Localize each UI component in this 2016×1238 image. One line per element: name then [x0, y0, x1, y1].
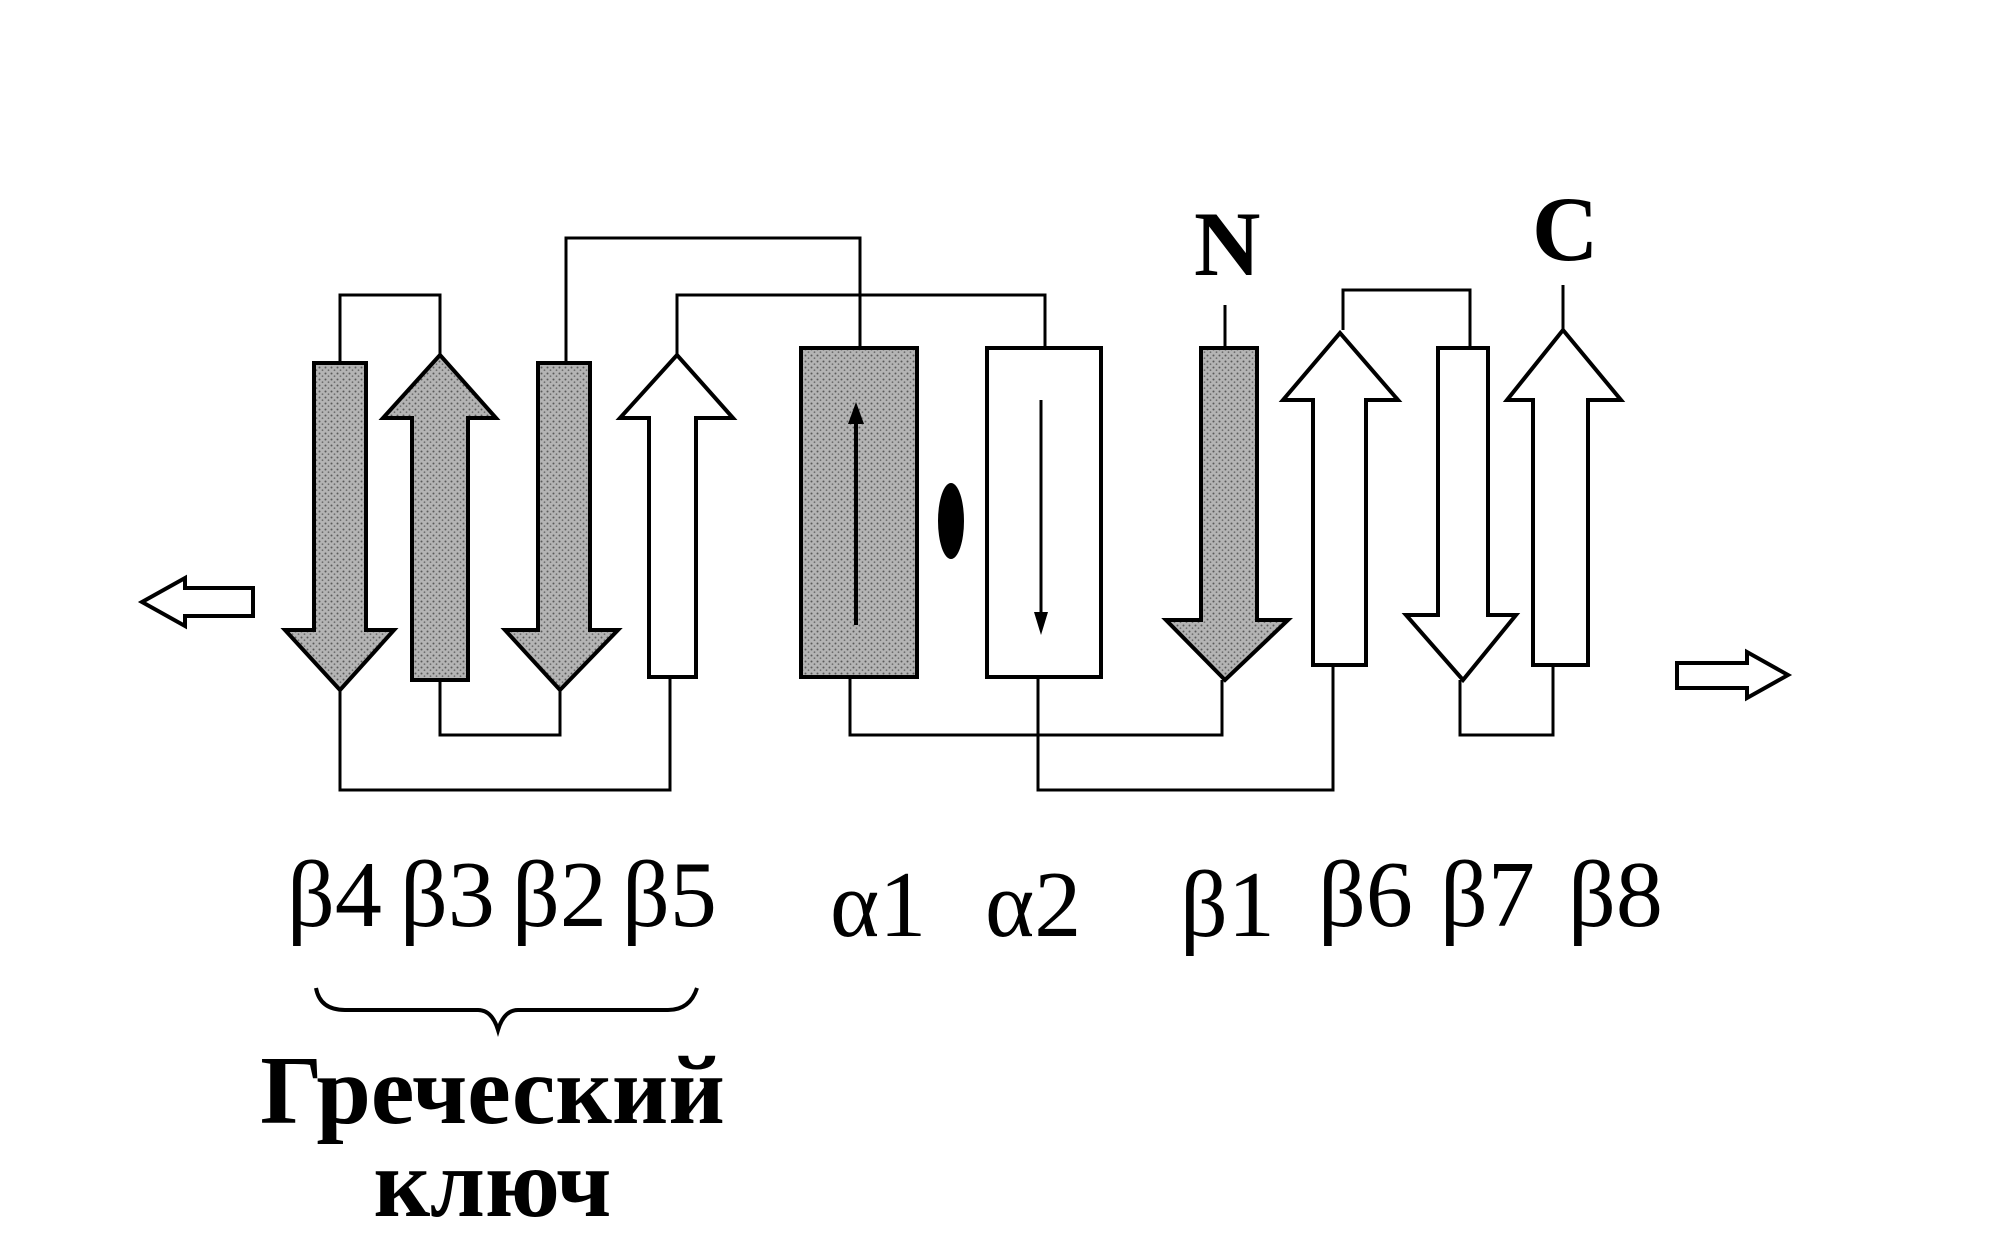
caption-line-2: ключ	[373, 1130, 612, 1238]
strand-b7	[1401, 346, 1521, 684]
loop-b6-b7-top	[1341, 288, 1472, 348]
caption-line-1: Греческий	[260, 1037, 725, 1145]
n-terminus-label: N	[1194, 193, 1261, 295]
loop-b4-b3-top	[338, 293, 442, 363]
strand-b8	[1502, 326, 1626, 667]
strand-b6	[1278, 329, 1403, 667]
label-b7: β7	[1440, 843, 1535, 947]
strand-b5	[615, 352, 738, 679]
loop-b3-b2-bottom	[438, 680, 562, 737]
helix-a2	[985, 346, 1103, 679]
loop-b4-b5-bottom	[338, 677, 672, 792]
label-a1: α1	[830, 853, 927, 957]
loop-b7-b8-bottom	[1458, 665, 1555, 737]
greek-key-brace	[314, 987, 699, 1037]
strand-b3	[378, 352, 501, 682]
loop-b2-a1-top	[564, 236, 862, 363]
helix-a1	[799, 346, 919, 679]
loop-a1-b1-bottom	[848, 677, 1224, 737]
dimer-axis-symbol	[938, 483, 964, 559]
right-outward-arrow	[1675, 648, 1793, 702]
connecting-loops	[338, 236, 1565, 792]
label-b5: β5	[622, 843, 717, 947]
loop-a2-b6-bottom	[1036, 665, 1335, 792]
label-b1: β1	[1180, 853, 1275, 957]
label-b6: β6	[1318, 843, 1413, 947]
label-b2: β2	[512, 843, 607, 947]
label-a2: α2	[985, 853, 1082, 957]
greek-key-caption: Греческий ключ	[255, 1037, 730, 1238]
strand-b1	[1161, 346, 1293, 683]
c-terminus-label: C	[1532, 178, 1599, 280]
strand-b4	[280, 361, 399, 693]
loop-b5-a2-top	[675, 293, 1047, 355]
label-b4: β4	[287, 843, 382, 947]
label-b8: β8	[1568, 843, 1663, 947]
strand-b2	[500, 361, 623, 693]
left-outward-arrow	[137, 574, 255, 630]
label-b3: β3	[400, 843, 495, 947]
